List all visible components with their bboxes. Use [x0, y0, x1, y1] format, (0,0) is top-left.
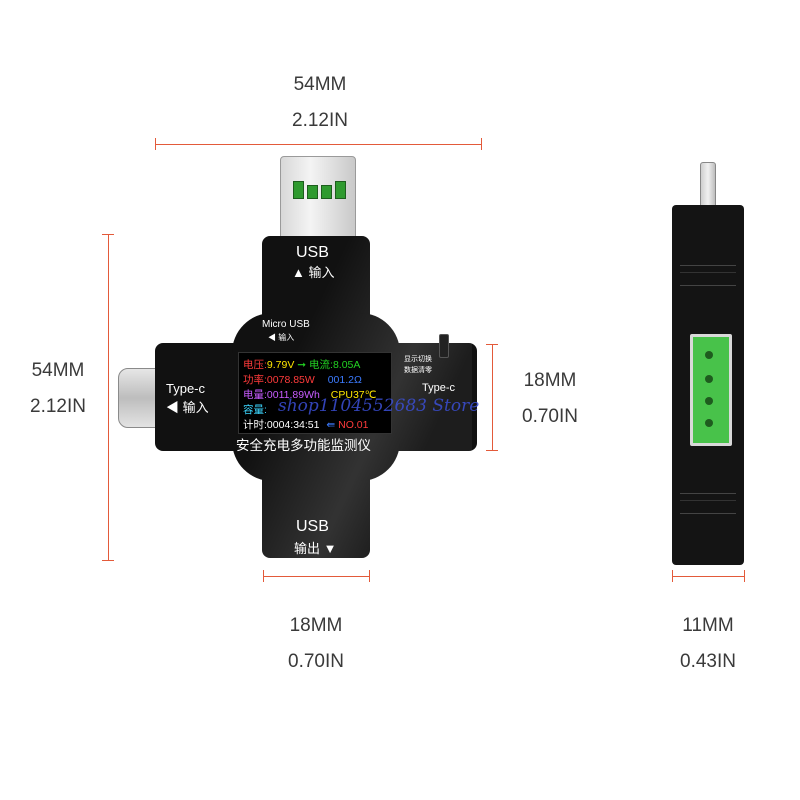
bottom-arm-in: 0.70IN — [288, 651, 344, 672]
bottom-arm-mm: 18MM — [289, 615, 343, 636]
top-width-tick-right — [481, 138, 482, 150]
left-height-mm: 54MM — [31, 360, 85, 381]
left-height-in: 2.12IN — [30, 396, 86, 417]
device-title-text: 安全充电多功能监测仪 — [236, 438, 371, 453]
usb-output-sub: 输出 ▼ — [294, 541, 337, 556]
lcd-screen: 电压:9.79V ➞ 电流:8.05A 功率:0078.85W 001.2Ω 电… — [238, 352, 392, 434]
usb-pin — [307, 185, 318, 199]
side-seam — [680, 493, 736, 501]
left-height-tick-bottom — [102, 560, 114, 561]
usb-pin — [321, 185, 332, 199]
side-typec-plug — [700, 162, 716, 208]
time-value: 0004:34:51 — [266, 419, 320, 431]
typec-input-sub: ◀ 输入 — [166, 400, 209, 415]
port-pin — [705, 375, 713, 383]
thickness-tick-right — [744, 570, 745, 582]
usb-input-label: USB — [296, 244, 329, 261]
voltage-label: 电压: — [243, 359, 267, 371]
store-watermark: shop1104552683 Store — [278, 396, 480, 416]
right-arm-mm: 18MM — [523, 370, 577, 391]
direction-icon: ⇚ — [326, 419, 336, 431]
power-value: 0078.85W — [266, 374, 315, 386]
right-arm-tick-bottom — [486, 450, 498, 451]
port-pin — [705, 419, 713, 427]
bottom-arm-tick-right — [369, 570, 370, 582]
top-width-in: 2.12IN — [292, 110, 348, 131]
power-label: 功率: — [243, 374, 267, 386]
toggle-button[interactable] — [439, 334, 449, 358]
usb-port-green — [690, 334, 732, 446]
usb-output-label: USB — [296, 518, 329, 535]
usb-pin — [335, 181, 346, 199]
bottom-arm-line — [263, 576, 369, 577]
micro-usb-label: Micro USB — [262, 319, 310, 330]
usb-input-sub: ▲ 输入 — [292, 265, 335, 280]
top-width-line — [155, 144, 481, 145]
cpu-temp-value: CPU37℃ — [330, 389, 377, 401]
display-switch-label: 显示切换 — [404, 356, 432, 363]
side-seam — [680, 265, 736, 273]
capacity-label: 容量: — [243, 404, 267, 416]
right-arm-tick-top — [486, 344, 498, 345]
current-value: 8.05A — [332, 359, 361, 371]
top-width-mm: 54MM — [293, 74, 347, 95]
side-seam — [680, 513, 736, 520]
typec-output-label: Type-c — [422, 382, 456, 394]
resistance-value: 001.2Ω — [327, 374, 362, 386]
top-width-tick-left — [155, 138, 156, 150]
typec-input-label: Type-c — [166, 381, 206, 396]
port-pin — [705, 351, 713, 359]
data-clear-label: 数据清零 — [404, 367, 432, 374]
left-height-tick-top — [102, 234, 114, 235]
right-arm-in: 0.70IN — [522, 406, 578, 427]
current-label: 电流: — [309, 359, 333, 371]
energy-value: 0011.89Wh — [266, 389, 320, 401]
time-label: 计时: — [243, 419, 267, 431]
thickness-tick-left — [672, 570, 673, 582]
usb-pin — [293, 181, 304, 199]
port-pin — [705, 397, 713, 405]
record-value: NO.01 — [338, 419, 369, 431]
voltage-value: 9.79V — [266, 359, 295, 371]
bottom-arm-tick-left — [263, 570, 264, 582]
thickness-mm: 11MM — [682, 615, 734, 636]
right-arm-line — [492, 344, 493, 450]
energy-label: 电量: — [243, 389, 267, 401]
typec-plug — [118, 368, 162, 428]
micro-usb-sub: ◀ 输入 — [268, 333, 295, 342]
usb-a-plug — [280, 156, 356, 242]
left-height-line — [108, 234, 109, 560]
thickness-in: 0.43IN — [680, 651, 736, 672]
side-seam — [680, 285, 736, 292]
arrow-icon: ➞ — [297, 359, 307, 371]
thickness-line — [672, 576, 744, 577]
